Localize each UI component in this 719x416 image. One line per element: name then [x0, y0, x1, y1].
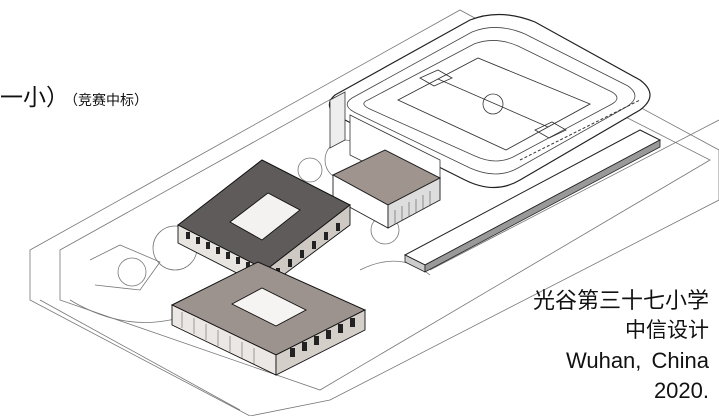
- dark-courtyard-building: [177, 159, 351, 289]
- project-title-text: 一小）: [0, 85, 69, 111]
- location: Wuhan, China: [565, 348, 709, 373]
- project-caption: 光谷第三十七小学 中信设计 Wuhan, China 2020.: [533, 286, 709, 406]
- light-courtyard-building: [170, 261, 367, 376]
- sports-field: [328, 13, 651, 189]
- project-title: 一小）（竞赛中标）: [0, 78, 148, 112]
- year: 2020.: [653, 378, 709, 403]
- school-name: 光谷第三十七小学: [532, 288, 709, 313]
- design-firm: 中信设计: [625, 319, 709, 342]
- project-title-note: （竞赛中标）: [71, 93, 148, 109]
- gym-block: [331, 149, 442, 229]
